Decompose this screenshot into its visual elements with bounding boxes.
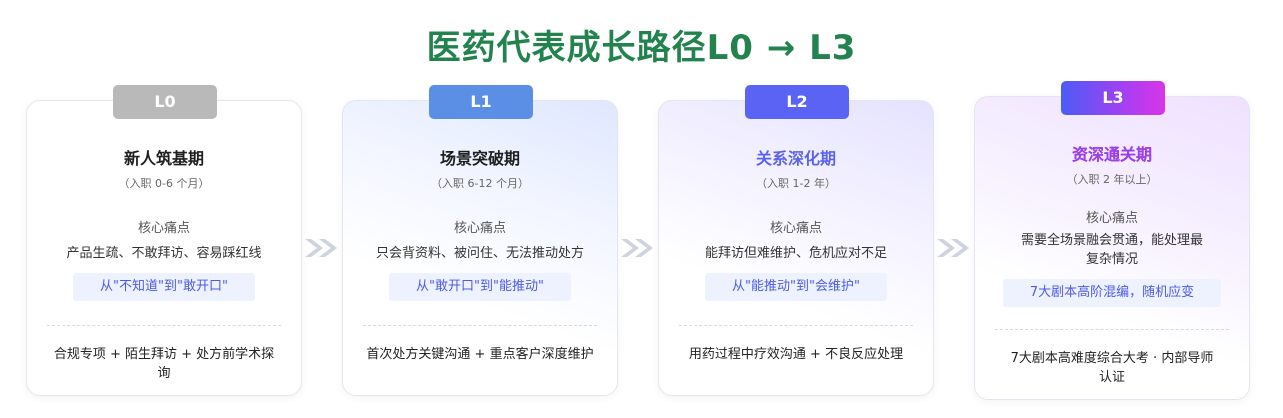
pain-text: 需要全场景融会贯通，能处理最复杂情况 bbox=[1020, 233, 1203, 267]
stage-card-l3: L3 资深通关期 （入职 2 年以上） 核心痛点 需要全场景融会贯通，能处理最复… bbox=[974, 81, 1250, 400]
divider bbox=[679, 325, 913, 326]
stage-name: 资深通关期 bbox=[975, 141, 1249, 165]
level-badge: L3 bbox=[1061, 81, 1165, 115]
stage-name: 关系深化期 bbox=[755, 149, 836, 168]
double-chevron-right-icon bbox=[305, 239, 337, 257]
goal-tag: 从"不知道"到"敢开口" bbox=[73, 273, 255, 301]
level-badge: L0 bbox=[113, 85, 217, 119]
stage-card-l1: L1 场景突破期 （入职 6-12 个月） 核心痛点 只会背资料、被问住、无法推… bbox=[342, 85, 618, 396]
double-chevron-right-icon bbox=[937, 239, 969, 257]
stage-period: （入职 2 年以上） bbox=[1066, 173, 1158, 186]
stage-name: 场景突破期 bbox=[439, 149, 520, 168]
pain-text: 只会背资料、被问住、无法推动处方 bbox=[375, 246, 584, 261]
double-chevron-right-icon bbox=[621, 239, 653, 257]
training-text: 首次处方关键沟通 + 重点客户深度维护 bbox=[366, 347, 594, 362]
goal-tag: 7大剧本高阶混编，随机应变 bbox=[1003, 279, 1221, 307]
stage-card-l0: L0 新人筑基期 （入职 0-6 个月） 核心痛点 产品生疏、不敢拜访、容易踩红… bbox=[26, 85, 302, 396]
pain-heading: 核心痛点 bbox=[1085, 211, 1138, 226]
page-title: 医药代表成长路径L0 → L3 bbox=[426, 28, 857, 68]
stage-period: （入职 6-12 个月） bbox=[431, 177, 529, 190]
goal-tag: 从"能推动"到"会维护" bbox=[705, 273, 887, 301]
divider bbox=[995, 329, 1229, 330]
training-text: 7大剧本高难度综合大考 · 内部导师认证 bbox=[1010, 351, 1214, 385]
goal-tag: 从"敢开口"到"能推动" bbox=[389, 273, 571, 301]
stage-period: （入职 0-6 个月） bbox=[118, 177, 210, 190]
training-text: 合规专项 + 陌生拜访 + 处方前学术探询 bbox=[53, 347, 275, 381]
level-badge: L1 bbox=[429, 85, 533, 119]
pain-heading: 核心痛点 bbox=[453, 221, 506, 236]
stage-card-l2: L2 关系深化期 （入职 1-2 年） 核心痛点 能拜访但难维护、危机应对不足 … bbox=[658, 85, 934, 396]
level-badge: L2 bbox=[745, 85, 849, 119]
pain-text: 能拜访但难维护、危机应对不足 bbox=[704, 246, 887, 261]
pain-heading: 核心痛点 bbox=[137, 221, 190, 236]
pain-text: 产品生疏、不敢拜访、容易踩红线 bbox=[66, 246, 262, 261]
stage-period: （入职 1-2 年） bbox=[756, 177, 836, 190]
training-text: 用药过程中疗效沟通 + 不良反应处理 bbox=[688, 347, 904, 362]
pain-heading: 核心痛点 bbox=[769, 221, 822, 236]
divider bbox=[363, 325, 597, 326]
divider bbox=[47, 325, 281, 326]
stage-name: 新人筑基期 bbox=[123, 149, 204, 168]
